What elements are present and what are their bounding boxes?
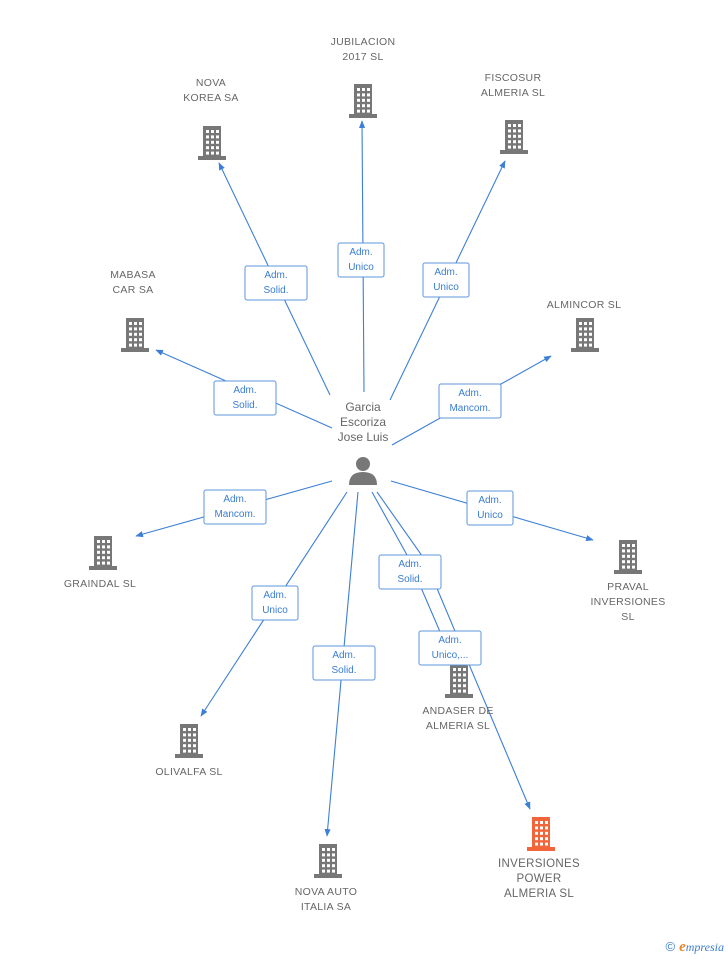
brand-initial: e bbox=[679, 939, 686, 955]
company-name-line: OLIVALFA SL bbox=[155, 766, 222, 778]
company-name-line: POWER bbox=[517, 873, 562, 885]
role-badge-inversiones-power[interactable]: Adm. Unico,... bbox=[418, 630, 482, 666]
role-box bbox=[251, 585, 299, 621]
company-name-line: ANDASER DE bbox=[422, 705, 493, 717]
role-label-line: Adm. bbox=[349, 247, 372, 258]
role-badge-graindal[interactable]: Adm. Mancom. bbox=[203, 489, 267, 525]
role-label-line: Mancom. bbox=[214, 509, 255, 520]
role-label-line: Adm. bbox=[264, 270, 287, 281]
building-icon bbox=[445, 664, 473, 698]
role-badge-jubilacion[interactable]: Adm. Unico bbox=[337, 242, 385, 278]
company-name-line: GRAINDAL SL bbox=[64, 578, 136, 590]
person-name-line: Escoriza bbox=[340, 415, 386, 429]
role-label-line: Solid. bbox=[331, 665, 356, 676]
company-node-inversiones-power[interactable]: INVERSIONES POWER ALMERIA SL bbox=[498, 817, 580, 900]
company-name-line: FISCOSUR bbox=[485, 72, 542, 84]
role-label-line: Solid. bbox=[397, 574, 422, 585]
role-badge-mabasa[interactable]: Adm. Solid. bbox=[213, 380, 277, 416]
role-label-line: Unico bbox=[262, 605, 288, 616]
copyright-symbol: © bbox=[665, 939, 676, 954]
building-icon bbox=[527, 817, 555, 851]
role-label-line: Adm. bbox=[458, 388, 481, 399]
role-box bbox=[466, 490, 514, 526]
building-icon bbox=[121, 318, 149, 352]
company-name-line: ALMERIA SL bbox=[504, 888, 574, 900]
role-box bbox=[418, 630, 482, 666]
role-label-line: Solid. bbox=[232, 400, 257, 411]
company-name-line: ALMINCOR SL bbox=[547, 299, 621, 311]
role-label-line: Adm. bbox=[332, 650, 355, 661]
company-name-line: INVERSIONES bbox=[590, 596, 665, 608]
company-name-line: KOREA SA bbox=[183, 92, 239, 104]
role-box bbox=[244, 265, 308, 301]
role-box bbox=[312, 645, 376, 681]
company-node-jubilacion[interactable]: JUBILACION 2017 SL bbox=[331, 36, 396, 118]
role-box bbox=[422, 262, 470, 298]
role-badge-olivalfa[interactable]: Adm. Unico bbox=[251, 585, 299, 621]
role-label-line: Unico bbox=[433, 282, 459, 293]
role-label-line: Unico bbox=[348, 262, 374, 273]
brand-name: mpresia bbox=[685, 940, 724, 954]
role-label-line: Adm. bbox=[434, 267, 457, 278]
company-node-olivalfa[interactable]: OLIVALFA SL bbox=[155, 724, 222, 778]
person-icon bbox=[349, 457, 377, 485]
roles-layer: Adm.UnicoAdm.Solid.Adm.UnicoAdm.Solid.Ad… bbox=[203, 242, 514, 681]
company-node-mabasa[interactable]: MABASA CAR SA bbox=[110, 269, 156, 352]
role-badge-almincor[interactable]: Adm. Mancom. bbox=[438, 383, 502, 419]
company-name-line: CAR SA bbox=[113, 284, 154, 296]
role-box bbox=[438, 383, 502, 419]
role-label-line: Unico bbox=[477, 510, 503, 521]
building-icon bbox=[500, 120, 528, 154]
company-name-line: 2017 SL bbox=[342, 51, 383, 63]
company-name-line: ALMERIA SL bbox=[426, 720, 490, 732]
company-name-line: JUBILACION bbox=[331, 36, 396, 48]
role-box bbox=[213, 380, 277, 416]
role-label-line: Unico,... bbox=[432, 650, 469, 661]
role-box bbox=[378, 554, 442, 590]
building-icon bbox=[571, 318, 599, 352]
company-name-line: NOVA bbox=[196, 77, 226, 89]
company-node-nova-auto[interactable]: NOVA AUTO ITALIA SA bbox=[295, 844, 357, 913]
company-node-andaser[interactable]: ANDASER DE ALMERIA SL bbox=[422, 664, 493, 732]
role-label-line: Adm. bbox=[438, 635, 461, 646]
company-name-line: INVERSIONES bbox=[498, 858, 580, 870]
company-name-line: PRAVAL bbox=[607, 581, 649, 593]
company-node-nova-korea[interactable]: NOVA KOREA SA bbox=[183, 77, 239, 160]
building-icon bbox=[198, 126, 226, 160]
role-label-line: Adm. bbox=[223, 494, 246, 505]
building-icon bbox=[349, 84, 377, 118]
building-icon bbox=[614, 540, 642, 574]
company-node-fiscosur[interactable]: FISCOSUR ALMERIA SL bbox=[481, 72, 545, 154]
nodes-layer: JUBILACION 2017 SL NOVA KOREA SA FISCOSUR ALM… bbox=[64, 36, 665, 913]
person-name-line: Jose Luis bbox=[338, 430, 389, 444]
person-name-line: Garcia bbox=[345, 400, 381, 414]
role-label-line: Adm. bbox=[398, 559, 421, 570]
role-box bbox=[337, 242, 385, 278]
role-label-line: Mancom. bbox=[449, 403, 490, 414]
role-box bbox=[203, 489, 267, 525]
role-badge-andaser[interactable]: Adm. Solid. bbox=[378, 554, 442, 590]
company-name-line: ITALIA SA bbox=[301, 901, 351, 913]
role-label-line: Solid. bbox=[263, 285, 288, 296]
role-badge-nova-auto[interactable]: Adm. Solid. bbox=[312, 645, 376, 681]
company-name-line: MABASA bbox=[110, 269, 156, 281]
role-label-line: Adm. bbox=[233, 385, 256, 396]
company-name-line: SL bbox=[621, 611, 634, 623]
role-label-line: Adm. bbox=[263, 590, 286, 601]
building-icon bbox=[314, 844, 342, 878]
role-badge-nova-korea[interactable]: Adm. Solid. bbox=[244, 265, 308, 301]
company-name-line: ALMERIA SL bbox=[481, 87, 545, 99]
role-label-line: Adm. bbox=[478, 495, 501, 506]
company-node-almincor[interactable]: ALMINCOR SL bbox=[547, 299, 621, 352]
building-icon bbox=[175, 724, 203, 758]
footer-brand[interactable]: ©empresia bbox=[666, 939, 725, 956]
building-icon bbox=[89, 536, 117, 570]
company-name-line: NOVA AUTO bbox=[295, 886, 357, 898]
company-node-praval[interactable]: PRAVAL INVERSIONES SL bbox=[590, 540, 665, 623]
company-node-graindal[interactable]: GRAINDAL SL bbox=[64, 536, 136, 590]
role-badge-fiscosur[interactable]: Adm. Unico bbox=[422, 262, 470, 298]
role-badge-praval[interactable]: Adm. Unico bbox=[466, 490, 514, 526]
